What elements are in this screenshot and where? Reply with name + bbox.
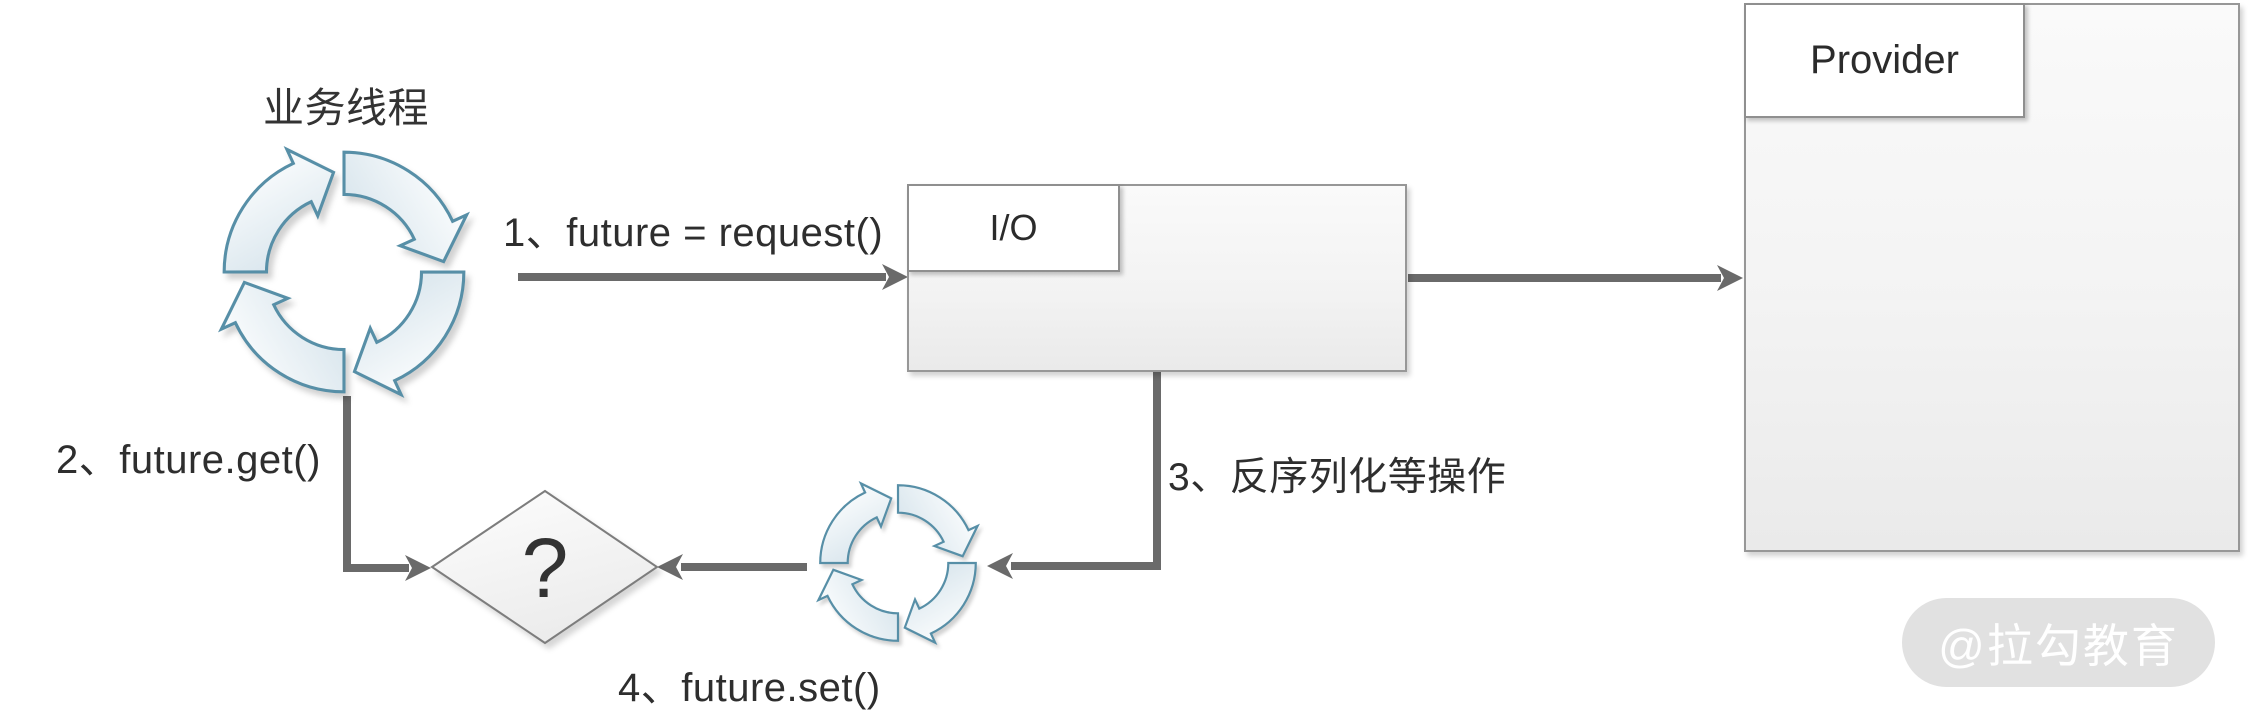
edge-step4-arrow (657, 554, 807, 580)
edge-step3-arrow (987, 372, 1161, 579)
watermark-badge: @拉勾教育 (1902, 598, 2215, 687)
business-thread-label: 业务线程 (263, 85, 429, 131)
edge-step1-label: 1、future = request() (503, 211, 884, 255)
edge-step4-label: 4、future.set() (618, 666, 881, 710)
io-node-label-box: I/O (907, 184, 1120, 272)
provider-node-label-box: Provider (1744, 3, 2025, 118)
edge-step3-label: 3、反序列化等操作 (1168, 456, 1507, 499)
watermark-text: @拉勾教育 (1938, 619, 2179, 672)
edge-io-provider-arrow (1408, 265, 1743, 291)
io-node-label: I/O (989, 207, 1038, 248)
edge-step2-label: 2、future.get() (56, 438, 321, 482)
decision-question-mark: ? (521, 520, 569, 615)
edge-step1-arrow (518, 264, 908, 290)
decision-diamond (430, 489, 659, 645)
provider-node-label: Provider (1810, 38, 1959, 82)
io-thread-loop-icon (777, 442, 1019, 684)
edge-step2-arrow (343, 396, 431, 581)
